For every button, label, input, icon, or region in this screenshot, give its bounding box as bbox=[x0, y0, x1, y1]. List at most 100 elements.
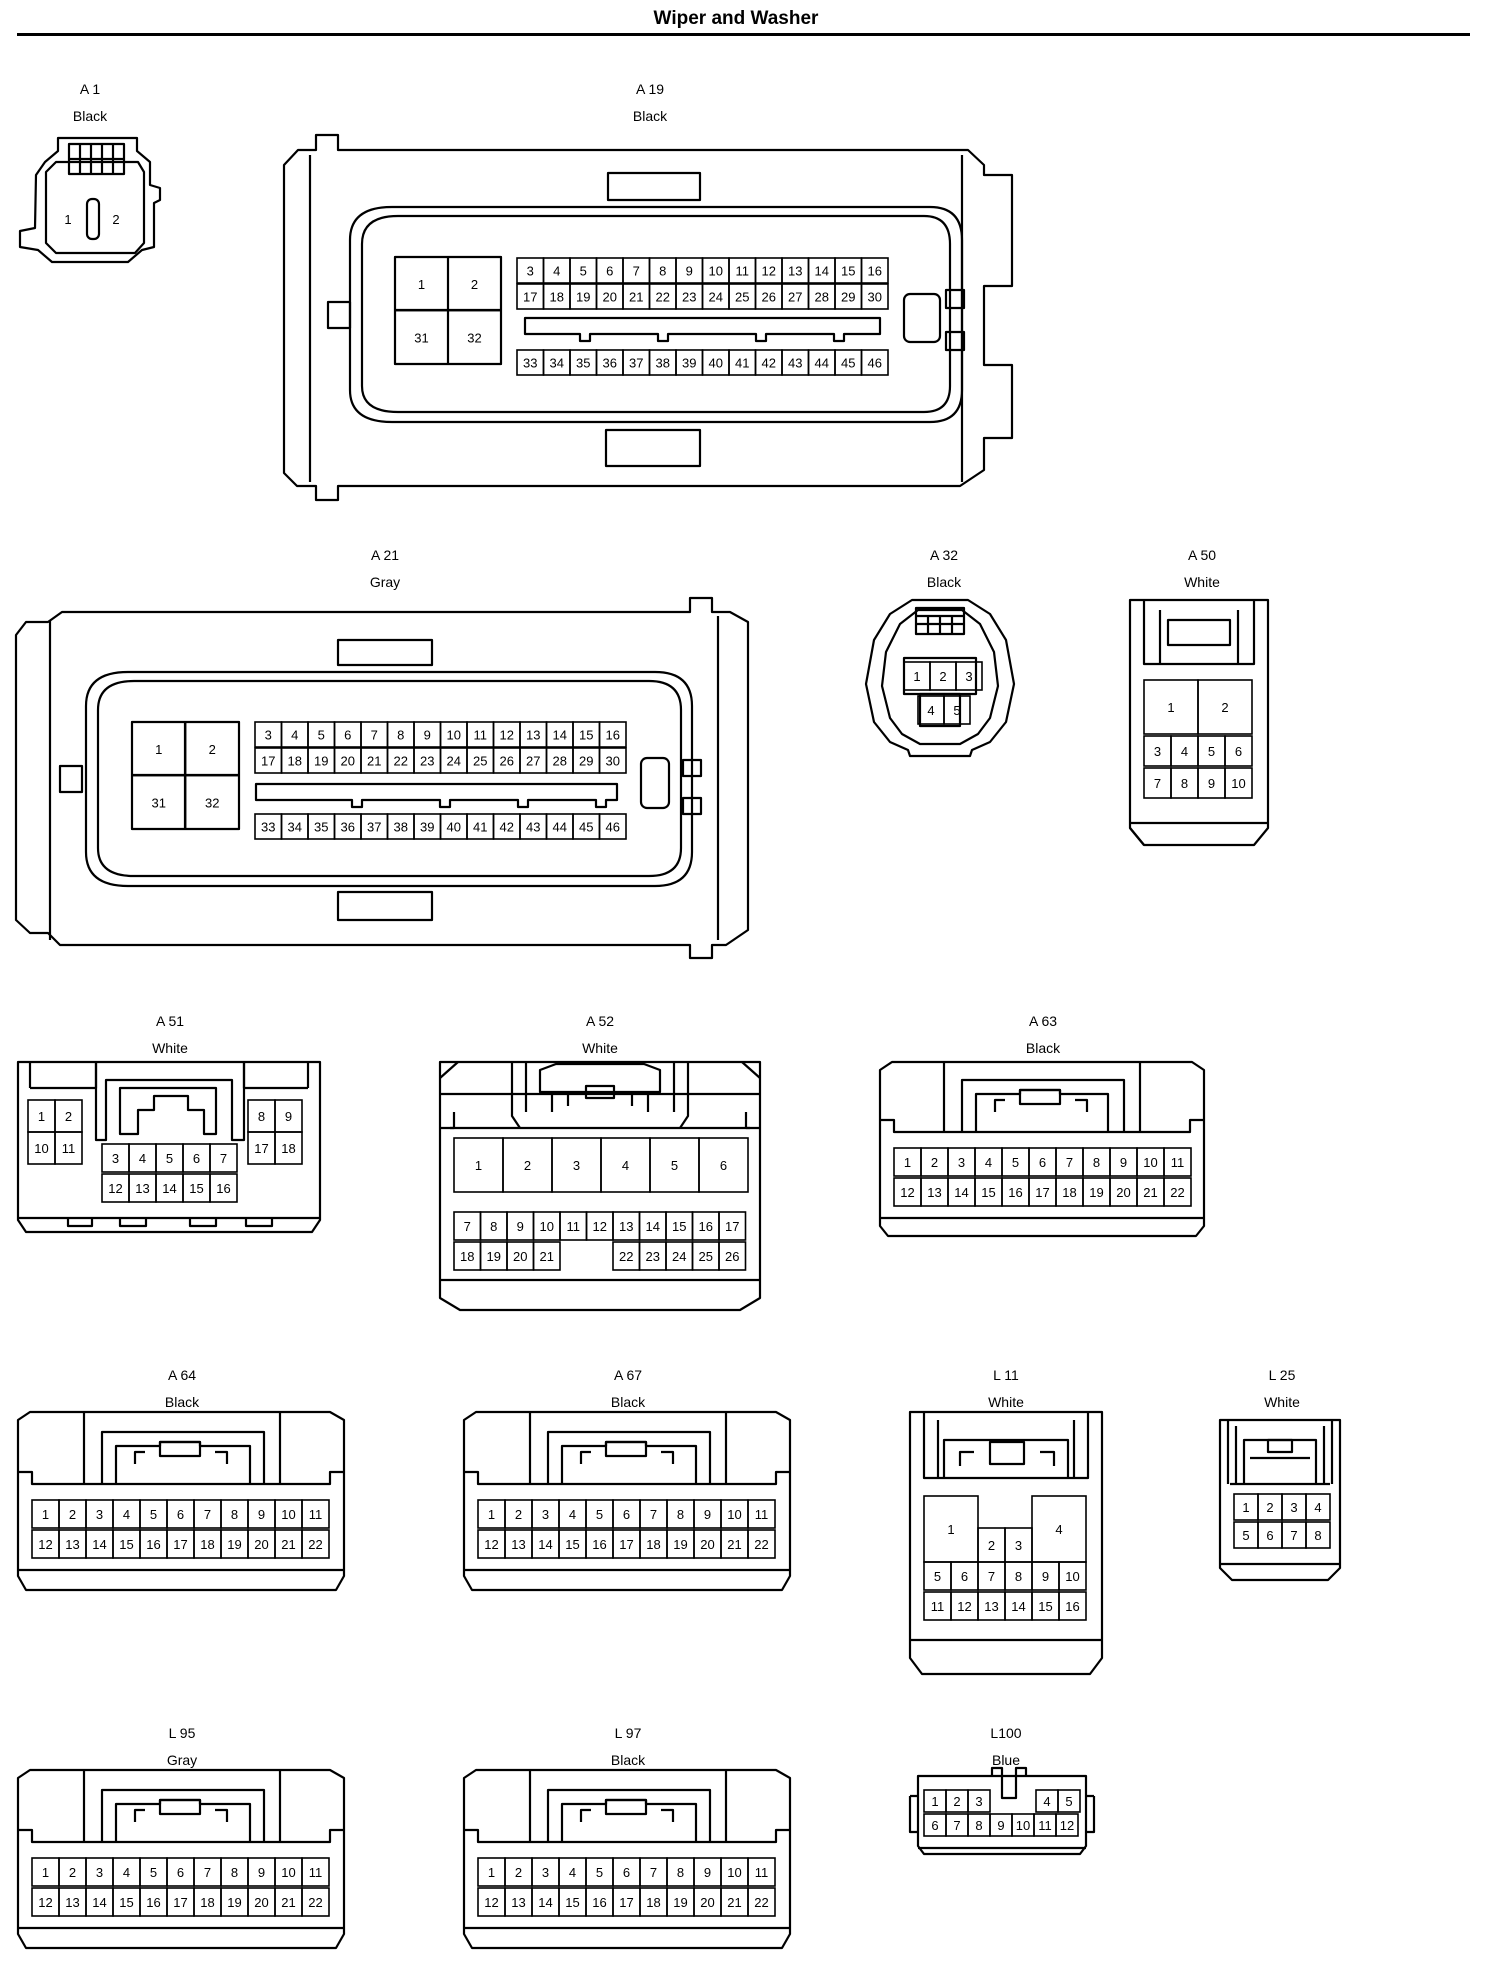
connector-a64-id: A 64 bbox=[168, 1367, 196, 1383]
pin-number: 18 bbox=[460, 1249, 474, 1264]
pin-number: 44 bbox=[553, 820, 567, 835]
pin-number: 43 bbox=[788, 356, 802, 371]
pin-number: 7 bbox=[464, 1219, 471, 1234]
pin-number: 30 bbox=[868, 290, 882, 305]
pin-number: 16 bbox=[592, 1537, 606, 1552]
pin-number: 10 bbox=[34, 1141, 48, 1156]
pin-number: 20 bbox=[513, 1249, 527, 1264]
pin-number: 3 bbox=[1154, 744, 1161, 759]
connector-l11-id: L 11 bbox=[993, 1367, 1019, 1383]
pin-number: 18 bbox=[200, 1537, 214, 1552]
pin-number: 21 bbox=[281, 1537, 295, 1552]
pin-number: 15 bbox=[565, 1537, 579, 1552]
connector-l100-housing bbox=[908, 1766, 1096, 1856]
pin-number: 46 bbox=[606, 820, 620, 835]
pin-number: 8 bbox=[231, 1507, 238, 1522]
pin-number: 1 bbox=[38, 1109, 45, 1124]
pin-number: 4 bbox=[622, 1158, 629, 1173]
pin-number: 1 bbox=[913, 669, 920, 684]
pin-number: 27 bbox=[788, 290, 802, 305]
pin-number: 17 bbox=[173, 1895, 187, 1910]
pin-number: 2 bbox=[515, 1865, 522, 1880]
pin-number: 14 bbox=[538, 1537, 552, 1552]
pin-number: 8 bbox=[490, 1219, 497, 1234]
pin-number: 12 bbox=[108, 1181, 122, 1196]
connector-a51-housing bbox=[16, 1060, 322, 1234]
pin-number: 28 bbox=[553, 754, 567, 769]
pin-number: 9 bbox=[424, 728, 431, 743]
pin-number: 22 bbox=[656, 290, 670, 305]
pin-number: 10 bbox=[727, 1865, 741, 1880]
pin-number: 14 bbox=[92, 1537, 106, 1552]
connector-l25-housing bbox=[1218, 1418, 1342, 1582]
pin-number: 3 bbox=[527, 264, 534, 279]
pin-number: 4 bbox=[1181, 744, 1188, 759]
pin-number: 5 bbox=[1208, 744, 1215, 759]
connector-a21-color: Gray bbox=[370, 574, 400, 590]
pin-number: 30 bbox=[606, 754, 620, 769]
pin-number: 1 bbox=[488, 1865, 495, 1880]
pin-cell bbox=[747, 1887, 776, 1917]
pin-number: 17 bbox=[619, 1537, 633, 1552]
pin-number: 1 bbox=[155, 742, 162, 757]
pin-number: 2 bbox=[953, 1794, 960, 1809]
connector-a51-id: A 51 bbox=[156, 1013, 184, 1029]
connector-a50-id: A 50 bbox=[1188, 547, 1216, 563]
pin-number: 1 bbox=[1167, 700, 1174, 715]
pin-number: 15 bbox=[119, 1537, 133, 1552]
pin-number: 20 bbox=[341, 754, 355, 769]
pin-number: 13 bbox=[135, 1181, 149, 1196]
pin-number: 2 bbox=[471, 277, 478, 292]
pin-number: 4 bbox=[927, 703, 934, 718]
pin-cell bbox=[1305, 1493, 1331, 1521]
connector-a63-housing bbox=[878, 1060, 1206, 1238]
pin-number: 5 bbox=[580, 264, 587, 279]
pin-number: 11 bbox=[567, 1219, 581, 1234]
pin-number: 17 bbox=[173, 1537, 187, 1552]
pin-number: 16 bbox=[592, 1895, 606, 1910]
pin-number: 16 bbox=[1008, 1185, 1022, 1200]
pin-number: 46 bbox=[868, 356, 882, 371]
pin-cell bbox=[1163, 1177, 1192, 1207]
pin-number: 12 bbox=[500, 728, 514, 743]
pin-number: 21 bbox=[540, 1249, 554, 1264]
pin-number: 3 bbox=[1015, 1538, 1022, 1553]
pin-number: 6 bbox=[344, 728, 351, 743]
pin-number: 23 bbox=[420, 754, 434, 769]
pin-number: 24 bbox=[447, 754, 461, 769]
connector-a32-id: A 32 bbox=[930, 547, 958, 563]
pin-number: 20 bbox=[1116, 1185, 1130, 1200]
pin-number: 9 bbox=[517, 1219, 524, 1234]
pin-number: 22 bbox=[1170, 1185, 1184, 1200]
pin-number: 6 bbox=[1266, 1528, 1273, 1543]
pin-number: 3 bbox=[1290, 1500, 1297, 1515]
pin-number: 2 bbox=[112, 212, 119, 227]
pin-number: 18 bbox=[1062, 1185, 1076, 1200]
pin-number: 19 bbox=[1089, 1185, 1103, 1200]
pin-number: 20 bbox=[700, 1537, 714, 1552]
connector-l97-color: Black bbox=[611, 1752, 646, 1768]
connector-a67-housing bbox=[462, 1410, 792, 1592]
pin-number: 26 bbox=[762, 290, 776, 305]
pin-number: 12 bbox=[38, 1895, 52, 1910]
pin-cell bbox=[532, 1241, 561, 1271]
pin-number: 14 bbox=[538, 1895, 552, 1910]
pin-number: 2 bbox=[1266, 1500, 1273, 1515]
connector-l95-housing bbox=[16, 1768, 346, 1950]
pin-number: 2 bbox=[209, 742, 216, 757]
pin-number: 10 bbox=[281, 1865, 295, 1880]
